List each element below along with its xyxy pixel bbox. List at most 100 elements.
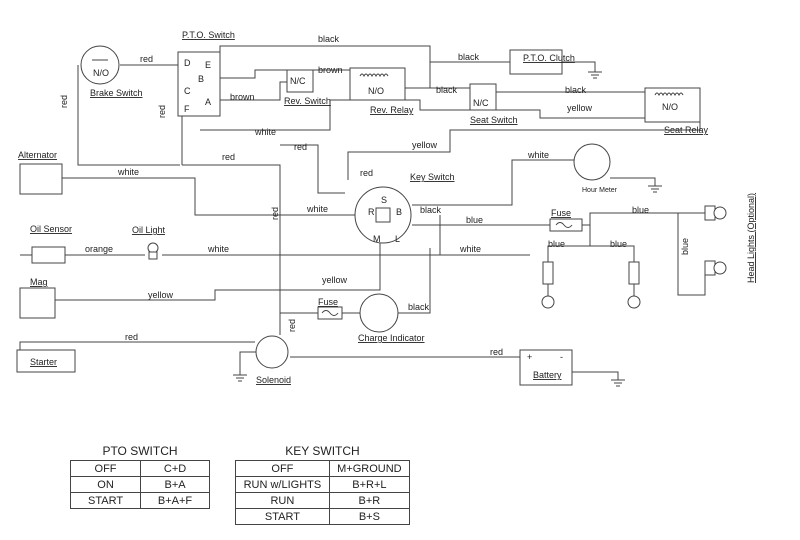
wire-label-black: black bbox=[458, 52, 480, 62]
wire-labels: red red red black brown brown black blac… bbox=[59, 34, 690, 357]
table-row: ON B+A bbox=[69, 476, 210, 493]
seat-relay: N/O Seat Relay bbox=[644, 87, 709, 135]
svg-text:D: D bbox=[184, 58, 191, 68]
svg-text:+: + bbox=[527, 352, 532, 362]
oil-light: Oil Light bbox=[132, 225, 166, 260]
wire-label-red: red bbox=[125, 332, 138, 342]
table-row: RUN B+R bbox=[235, 492, 411, 509]
starter: Starter bbox=[16, 349, 76, 373]
wire-label-brown: brown bbox=[230, 92, 255, 102]
table-row: START B+S bbox=[235, 508, 411, 525]
head-lights: Head Lights (Optional) bbox=[704, 193, 756, 283]
mag-label: Mag bbox=[30, 277, 48, 287]
wire-label-red: red bbox=[157, 105, 167, 118]
svg-text:S: S bbox=[381, 195, 387, 205]
wire-label-red: red bbox=[222, 152, 235, 162]
wire-label-black: black bbox=[565, 85, 587, 95]
rev-relay-no: N/O bbox=[368, 86, 384, 96]
svg-text:A: A bbox=[205, 97, 211, 107]
wire-label-white: white bbox=[207, 244, 229, 254]
wire-label-black: black bbox=[318, 34, 340, 44]
pto-clutch-label: P.T.O. Clutch bbox=[523, 53, 575, 63]
solenoid-label: Solenoid bbox=[256, 375, 291, 385]
table-row: RUN w/LIGHTS B+R+L bbox=[235, 476, 411, 493]
svg-text:B: B bbox=[396, 207, 402, 217]
wire-label-white: white bbox=[459, 244, 481, 254]
table-row: START B+A+F bbox=[69, 492, 210, 509]
fuse-lights: Fuse bbox=[549, 208, 583, 232]
wire-label-yellow: yellow bbox=[412, 140, 438, 150]
svg-text:L: L bbox=[395, 234, 400, 244]
alternator: Alternator bbox=[18, 150, 63, 195]
svg-text:M: M bbox=[373, 234, 381, 244]
ground-symbols bbox=[233, 71, 662, 387]
rev-relay: N/O Rev. Relay bbox=[349, 67, 414, 115]
battery: + - Battery bbox=[519, 349, 573, 386]
wire-label-black: black bbox=[408, 302, 430, 312]
oil-sensor-label: Oil Sensor bbox=[30, 224, 72, 234]
table-row: OFF C+D bbox=[69, 460, 210, 477]
hour-meter-label: Hour Meter bbox=[582, 187, 618, 194]
svg-text:F: F bbox=[184, 104, 190, 114]
wire-label-red: red bbox=[287, 319, 297, 332]
seat-switch-label: Seat Switch bbox=[470, 115, 518, 125]
wire-label-red: red bbox=[360, 168, 373, 178]
charge-indicator-label: Charge Indicator bbox=[358, 333, 425, 343]
wire-label-black: black bbox=[436, 85, 458, 95]
wire-label-blue: blue bbox=[632, 205, 649, 215]
wire-label-yellow: yellow bbox=[322, 275, 348, 285]
wire-label-red: red bbox=[270, 207, 280, 220]
wire-label-red: red bbox=[294, 142, 307, 152]
wire-label-blue: blue bbox=[466, 215, 483, 225]
rev-switch: N/C Rev. Switch bbox=[284, 69, 331, 106]
head-lights-label: Head Lights (Optional) bbox=[746, 193, 756, 283]
alternator-label: Alternator bbox=[18, 150, 57, 160]
oil-light-label: Oil Light bbox=[132, 225, 166, 235]
fuse-2-label: Fuse bbox=[318, 297, 338, 307]
solenoid: Solenoid bbox=[255, 335, 291, 385]
key-table-title: KEY SWITCH bbox=[285, 444, 360, 458]
svg-text:-: - bbox=[560, 352, 563, 362]
key-switch-label: Key Switch bbox=[410, 172, 455, 182]
wire-label-yellow: yellow bbox=[567, 103, 593, 113]
wire-label-brown: brown bbox=[318, 65, 343, 75]
oil-sensor: Oil Sensor bbox=[20, 224, 72, 264]
starter-label: Starter bbox=[30, 357, 57, 367]
svg-text:C: C bbox=[184, 86, 191, 96]
seat-relay-no: N/O bbox=[662, 102, 678, 112]
pto-clutch: P.T.O. Clutch bbox=[509, 49, 575, 75]
charge-indicator: Charge Indicator bbox=[358, 293, 425, 343]
key-switch: Key Switch S R B M L bbox=[354, 172, 455, 244]
wire-label-blue: blue bbox=[610, 239, 627, 249]
seat-switch-nc: N/C bbox=[473, 98, 489, 108]
pto-switch-table: PTO SWITCH OFF C+D ON B+A START B+A+F bbox=[69, 444, 210, 509]
pto-switch-label: P.T.O. Switch bbox=[182, 30, 235, 40]
seat-relay-label: Seat Relay bbox=[664, 125, 709, 135]
wire-label-black: black bbox=[420, 205, 442, 215]
wire-label-blue: blue bbox=[548, 239, 565, 249]
pto-table-title: PTO SWITCH bbox=[102, 444, 178, 458]
rev-switch-nc: N/C bbox=[290, 76, 306, 86]
brake-switch-label: Brake Switch bbox=[90, 88, 143, 98]
wire-label-white: white bbox=[527, 150, 549, 160]
mag: Mag bbox=[19, 277, 56, 319]
seat-switch: N/C Seat Switch bbox=[469, 83, 518, 125]
pto-switch: P.T.O. Switch D E B C A F bbox=[177, 30, 235, 117]
fuse-1-label: Fuse bbox=[551, 208, 571, 218]
brake-switch: N/O Brake Switch bbox=[80, 45, 143, 98]
lamp-right bbox=[627, 261, 641, 309]
svg-text:R: R bbox=[368, 207, 375, 217]
fuse-charge: Fuse bbox=[317, 297, 343, 320]
wires bbox=[19, 45, 706, 380]
brake-switch-no: N/O bbox=[93, 68, 109, 78]
wire-label-red: red bbox=[490, 347, 503, 357]
battery-label: Battery bbox=[533, 370, 562, 380]
lamp-left bbox=[541, 261, 555, 309]
rev-relay-label: Rev. Relay bbox=[370, 105, 414, 115]
svg-text:B: B bbox=[198, 74, 204, 84]
rev-switch-label: Rev. Switch bbox=[284, 96, 331, 106]
table-row: OFF M+GROUND bbox=[235, 460, 411, 477]
wire-label-red: red bbox=[59, 95, 69, 108]
wire-label-white: white bbox=[254, 127, 276, 137]
